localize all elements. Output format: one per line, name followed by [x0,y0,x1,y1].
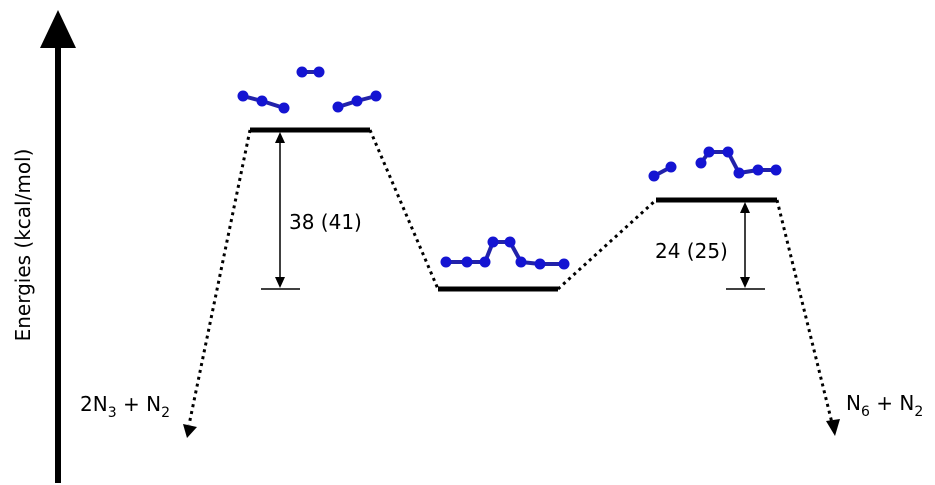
barrier-label-2: 24 (25) [655,239,728,263]
right-path-arrowhead [826,419,840,436]
left-path-arrowhead [183,424,197,438]
nitrogen-atom [351,95,363,107]
nitrogen-atom [504,236,516,248]
nitrogen-atom [770,164,782,176]
nitrogen-atom [237,90,249,102]
ts1-molecule-n2-top [296,66,325,78]
nitrogen-atom [648,170,660,182]
nitrogen-atom [461,256,473,268]
ts2-molecule-n2 [648,161,677,182]
nitrogen-atom [733,167,745,179]
nitrogen-atom [487,236,499,248]
path-ts2-to-right-products [775,199,834,424]
nitrogen-atom [440,256,452,268]
molecule-structures [237,66,782,270]
nitrogen-atom [479,256,491,268]
path-ts1-to-intermediate [368,129,440,290]
ts2-molecule-n6 [695,146,782,179]
nitrogen-atom [695,157,707,169]
path-ts1-to-left-products [187,129,252,426]
nitrogen-atom [558,258,570,270]
axis-label: Energies (kcal/mol) [11,149,35,342]
barrier-arrow-1 [261,132,300,290]
left-products-label: 2N3 + N2 [80,392,170,421]
energy-axis [40,10,76,483]
nitrogen-atom [534,258,546,270]
intermediate-molecule [440,236,570,270]
nitrogen-atom [665,161,677,173]
reaction-path [187,129,834,426]
barrier-arrow-2 [726,202,765,290]
nitrogen-atom [256,95,268,107]
path-intermediate-to-ts2 [556,198,658,291]
nitrogen-atom [278,102,290,114]
right-products-label: N6 + N2 [846,391,923,420]
ts1-molecule-n3-left [237,90,290,114]
nitrogen-atom [313,66,325,78]
nitrogen-atom [703,146,715,158]
nitrogen-atom [752,164,764,176]
nitrogen-atom [296,66,308,78]
nitrogen-atom [332,101,344,113]
nitrogen-atom [370,90,382,102]
ts1-molecule-n3-right [332,90,382,113]
nitrogen-atom [515,256,527,268]
axis-arrowhead [40,10,76,48]
nitrogen-atom [722,146,734,158]
barrier-label-1: 38 (41) [289,210,362,234]
